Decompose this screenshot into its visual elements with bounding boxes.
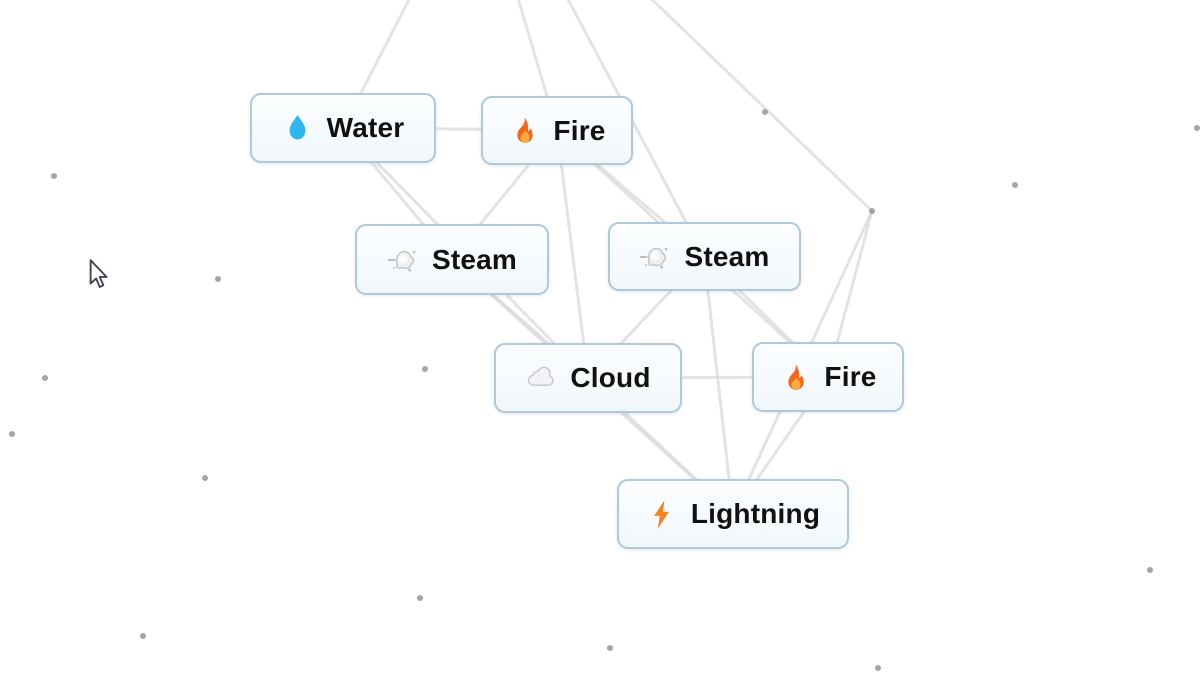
ambient-dot (875, 665, 881, 671)
element-label: Water (326, 112, 405, 143)
ambient-dot (869, 208, 875, 214)
element-label: Cloud (570, 362, 651, 393)
steam-icon (387, 244, 419, 276)
ambient-dot (9, 431, 15, 437)
element-card-water[interactable]: Water (250, 93, 436, 163)
element-card-steam-1[interactable]: Steam (355, 224, 549, 295)
ambient-dot (140, 633, 146, 639)
connection-line (566, 0, 706, 257)
element-card-fire-2[interactable]: Fire (752, 342, 904, 412)
element-card-fire-1[interactable]: Fire (481, 96, 633, 165)
element-label: Steam (684, 240, 770, 272)
ambient-dot (607, 645, 613, 651)
element-label: Steam (431, 243, 518, 275)
ambient-dot (215, 276, 221, 282)
element-card-steam-2[interactable]: Steam (608, 222, 801, 291)
cloud-icon (525, 362, 557, 394)
ambient-dot (762, 109, 768, 115)
connection-line (650, 0, 874, 213)
ambient-dot (51, 173, 57, 179)
ambient-dot (422, 366, 428, 372)
water-drop-icon (282, 112, 314, 144)
ambient-dot (1147, 567, 1153, 573)
ambient-dot (42, 375, 48, 381)
lightning-icon (646, 498, 678, 530)
ambient-dot (1194, 125, 1200, 131)
ambient-dot (417, 595, 423, 601)
fire-icon (779, 361, 811, 393)
element-card-lightning[interactable]: Lightning (617, 479, 849, 549)
fire-icon (508, 115, 540, 147)
element-label: Lightning (690, 498, 821, 529)
connection-line (555, 129, 590, 379)
element-card-cloud[interactable]: Cloud (494, 343, 682, 413)
ambient-dot (202, 475, 208, 481)
connection-line (702, 255, 735, 515)
steam-icon (639, 241, 671, 273)
ambient-dot (1012, 182, 1018, 188)
element-label: Fire (824, 361, 877, 392)
element-label: Fire (553, 114, 606, 146)
